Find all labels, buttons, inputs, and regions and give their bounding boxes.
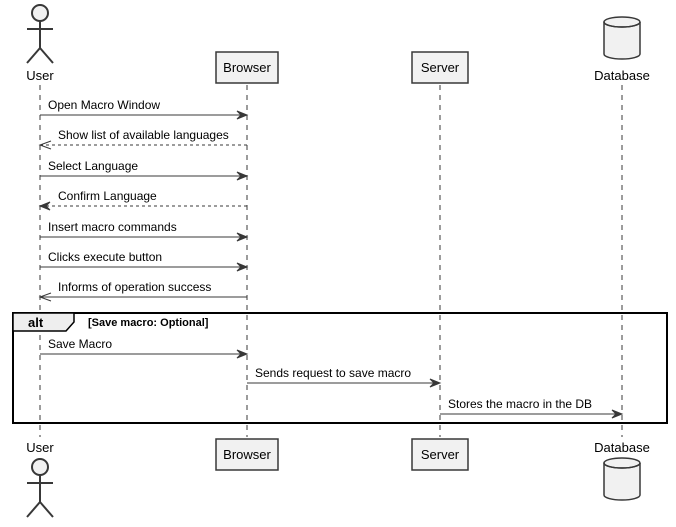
message-7: Informs of operation success: [38, 280, 247, 302]
alt-fragment: alt [Save macro: Optional]: [12, 312, 668, 424]
participant-box-browser-top: Browser: [215, 51, 279, 84]
database-top: Database: [594, 16, 650, 83]
message-1: Open Macro Window: [40, 98, 249, 120]
actor-leg-left: [26, 47, 41, 64]
arrow-head-icon: [236, 262, 249, 272]
arrow-head-icon: [38, 201, 51, 211]
database-rim: [603, 462, 641, 469]
arrow-head-icon: [236, 110, 249, 120]
message-4: Confirm Language: [38, 189, 247, 211]
participant-box: [411, 438, 469, 471]
actor-head-icon: [31, 458, 49, 476]
message-label: Informs of operation success: [58, 280, 211, 294]
participant-label: Database: [594, 68, 650, 83]
message-10: Stores the macro in the DB: [440, 397, 624, 419]
participant-label: Server: [421, 447, 460, 462]
arrow-head-icon: [611, 409, 624, 419]
message-8: Save Macro: [40, 337, 249, 359]
participant-box-browser-bottom: Browser: [215, 438, 279, 471]
alt-fragment-frame: [12, 312, 668, 424]
arrow-head-open-icon: [38, 140, 52, 150]
message-label: Select Language: [48, 159, 138, 173]
message-3: Select Language: [40, 159, 249, 181]
participant-label: Browser: [223, 60, 271, 75]
participant-box: [411, 51, 469, 84]
database-icon: [603, 463, 641, 501]
participant-box-server-bottom: Server: [411, 438, 469, 471]
message-label: Show list of available languages: [58, 128, 229, 142]
arrow-head-open-icon: [38, 292, 52, 302]
arrow-head-icon: [236, 349, 249, 359]
database-bottom: Database: [594, 440, 650, 501]
message-2: Show list of available languages: [38, 128, 247, 150]
message-9: Sends request to save macro: [247, 366, 442, 388]
message-label: Save Macro: [48, 337, 112, 351]
participant-label: User: [26, 68, 54, 83]
participant-box: [215, 438, 279, 471]
arrow-head-icon: [429, 378, 442, 388]
message-label: Clicks execute button: [48, 250, 162, 264]
actor-bottom: User: [26, 440, 54, 518]
database-icon: [603, 22, 641, 60]
alt-keyword: alt: [28, 315, 44, 330]
actor-leg-right: [39, 47, 54, 64]
message-label: Stores the macro in the DB: [448, 397, 592, 411]
participant-label: Database: [594, 440, 650, 455]
database-rim: [603, 21, 641, 28]
actor-top: User: [26, 4, 54, 83]
message-label: Insert macro commands: [48, 220, 177, 234]
alt-condition: [Save macro: Optional]: [88, 317, 209, 329]
message-5: Insert macro commands: [40, 220, 249, 242]
message-label: Sends request to save macro: [255, 366, 411, 380]
arrow-head-icon: [236, 171, 249, 181]
participant-label: User: [26, 440, 54, 455]
alt-fragment-tab: [12, 312, 75, 332]
actor-leg-right: [39, 501, 54, 518]
participant-box-server-top: Server: [411, 51, 469, 84]
message-label: Confirm Language: [58, 189, 157, 203]
arrow-head-icon: [236, 232, 249, 242]
actor-head-icon: [31, 4, 49, 22]
lifelines: [39, 85, 623, 437]
participant-box: [215, 51, 279, 84]
participant-label: Server: [421, 60, 460, 75]
participant-heads: UserUserBrowserBrowserServerServerDataba…: [26, 4, 650, 518]
participant-label: Browser: [223, 447, 271, 462]
message-6: Clicks execute button: [40, 250, 249, 272]
actor-leg-left: [26, 501, 41, 518]
message-label: Open Macro Window: [48, 98, 160, 112]
